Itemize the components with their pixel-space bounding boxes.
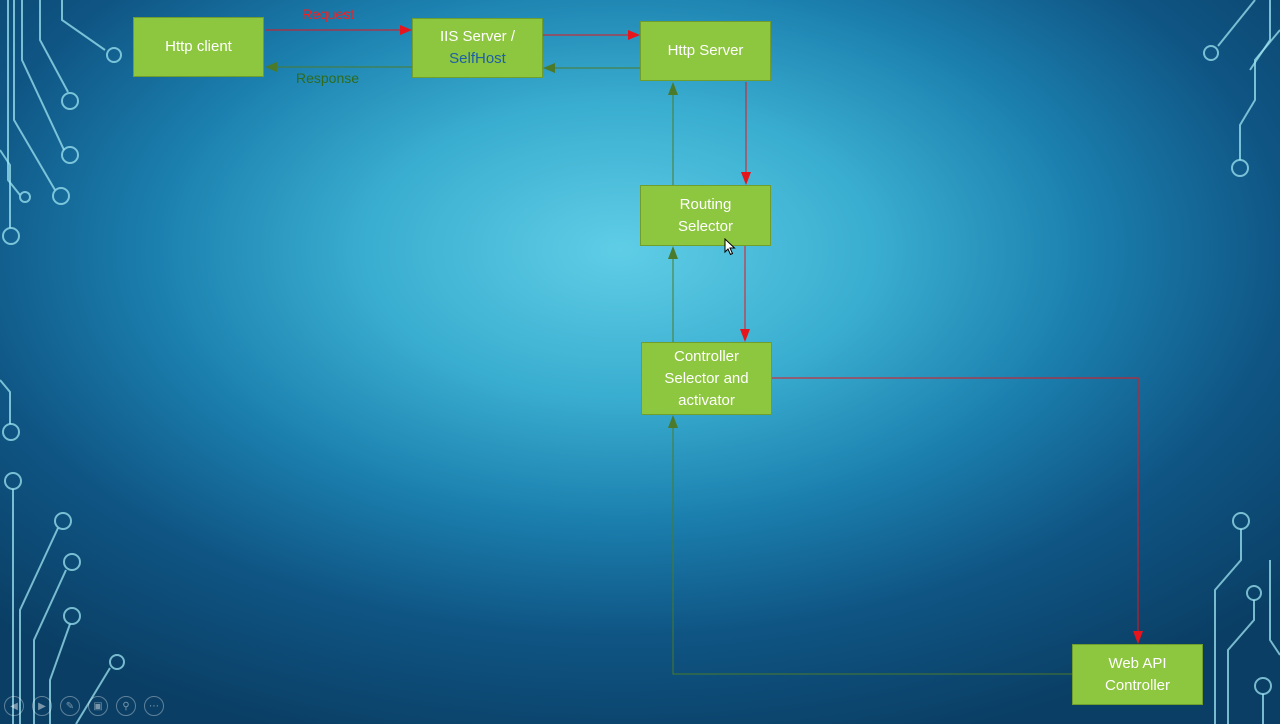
zoom-icon[interactable]: ⚲ — [116, 696, 136, 716]
response-arrow-webapi-to-selector — [672, 427, 1072, 675]
web-api-controller-line1: Web API — [1108, 654, 1167, 672]
mouse-cursor-icon — [724, 238, 736, 256]
request-arrowhead-1 — [400, 25, 412, 35]
play-icon[interactable]: ▶ — [32, 696, 52, 716]
iis-server-box: IIS Server / SelfHost — [412, 18, 543, 78]
request-arrowhead-5 — [1133, 631, 1143, 644]
controller-selector-line1: Controller — [673, 347, 740, 365]
request-label: Request — [302, 6, 355, 22]
controller-selector-line3: activator — [678, 391, 735, 409]
selfhost-label: SelfHost — [449, 50, 506, 67]
http-client-label: Http client — [165, 38, 232, 55]
response-arrowhead-1 — [265, 62, 277, 72]
iis-server-label: IIS Server / — [439, 28, 516, 45]
routing-selector-box: Routing Selector — [640, 185, 771, 246]
routing-selector-line2: Selector — [677, 217, 734, 235]
http-server-label: Http Server — [667, 42, 744, 59]
routing-selector-line1: Routing — [679, 195, 732, 213]
previous-icon[interactable]: ◀ — [4, 696, 24, 716]
request-arrowhead-4 — [740, 329, 750, 342]
http-client-box: Http client — [133, 17, 264, 77]
more-icon[interactable]: ⋯ — [144, 696, 164, 716]
web-api-controller-line2: Controller — [1104, 676, 1171, 694]
http-server-box: Http Server — [640, 21, 771, 81]
controller-selector-line2: Selector and — [664, 369, 749, 387]
web-api-controller-box: Web API Controller — [1072, 644, 1203, 705]
slideshow-controls: ◀ ▶ ✎ ▣ ⚲ ⋯ — [4, 696, 164, 716]
request-arrowhead-2 — [628, 30, 640, 40]
slides-icon[interactable]: ▣ — [88, 696, 108, 716]
response-arrowhead-4 — [668, 246, 678, 259]
response-arrowhead-2 — [543, 63, 555, 73]
request-arrow-selector-to-webapi — [772, 377, 1139, 632]
controller-selector-box: Controller Selector and activator — [641, 342, 772, 415]
response-arrowhead-3 — [668, 82, 678, 95]
response-label: Response — [296, 70, 360, 86]
request-arrowhead-3 — [741, 172, 751, 185]
response-arrowhead-5 — [668, 415, 678, 428]
pen-icon[interactable]: ✎ — [60, 696, 80, 716]
